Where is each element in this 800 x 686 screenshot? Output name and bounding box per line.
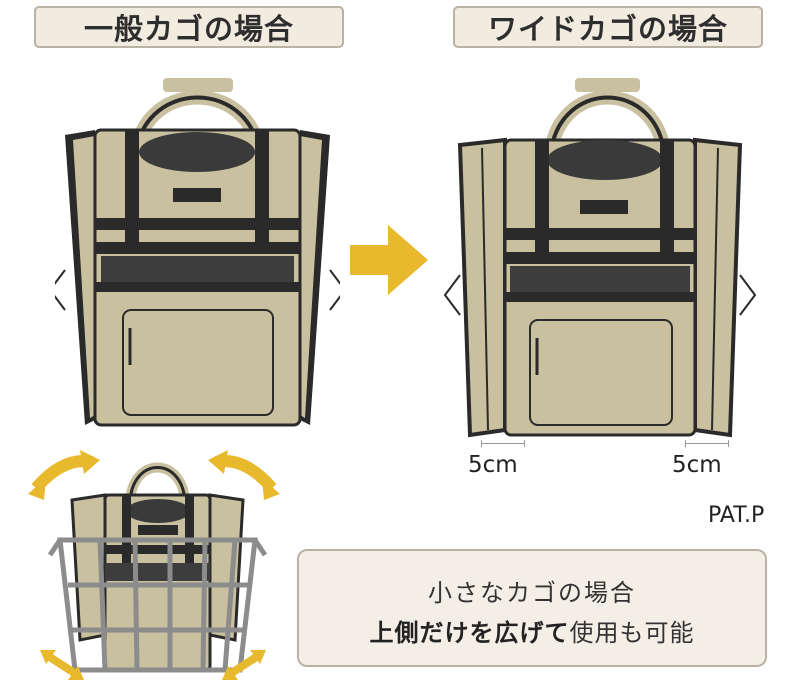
bag-small-basket-image <box>47 462 268 673</box>
measure-right: 5cm <box>672 452 722 478</box>
double-arrow-icon <box>208 450 280 500</box>
patent-pending: PAT.P <box>708 503 765 528</box>
wide-basket-label: ワイドカゴの場合 <box>453 6 763 48</box>
bag-wide-image <box>443 78 757 438</box>
bag-normal-image <box>55 78 340 427</box>
measure-left: 5cm <box>468 452 518 478</box>
note-box: 小さなカゴの場合 上側だけを広げて使用も可能 <box>297 549 767 667</box>
double-arrow-icon <box>40 650 84 680</box>
note-line-1: 小さなカゴの場合 <box>428 579 636 607</box>
arrow-right-icon <box>350 225 428 295</box>
double-arrow-icon <box>222 650 266 680</box>
measure-line-right <box>685 440 729 447</box>
note-line-2: 上側だけを広げて使用も可能 <box>299 613 765 648</box>
note-line-2-bold: 上側だけを広げて <box>369 619 570 647</box>
normal-basket-label: 一般カゴの場合 <box>34 6 344 48</box>
measure-line-left <box>481 440 525 447</box>
double-arrow-icon <box>28 450 100 500</box>
note-line-2-rest: 使用も可能 <box>569 619 695 647</box>
